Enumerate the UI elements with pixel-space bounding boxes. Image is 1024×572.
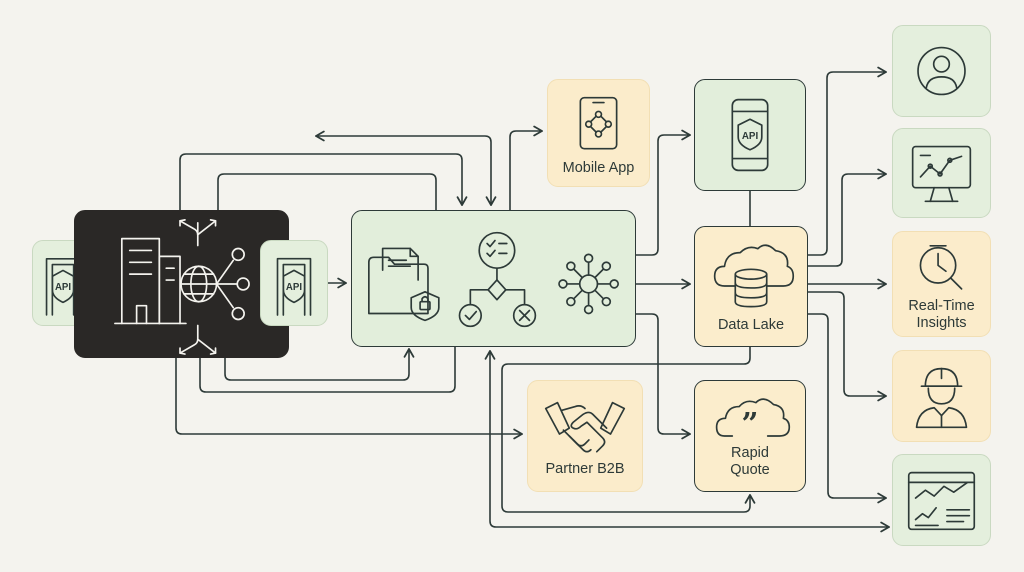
api-gateway-icon: API: [276, 257, 312, 316]
dashboard-report-icon: [907, 471, 976, 531]
enterprise-systems[interactable]: [74, 210, 289, 358]
realtime-insights-label: Real-Time Insights: [893, 298, 990, 332]
secure-folder-icon: [368, 247, 440, 322]
workflow-decision-icon: [458, 231, 537, 328]
data-lake-node[interactable]: Data Lake: [694, 226, 808, 347]
cloud-quote-icon: ”: [715, 398, 791, 441]
clock-magnifier-icon: [919, 244, 963, 290]
rapid-quote-label: Rapid Quote: [695, 445, 805, 479]
api-gateway-right[interactable]: API: [260, 240, 328, 326]
api-gateway-left-label: API: [55, 282, 71, 293]
realtime-insights-node[interactable]: Real-Time Insights: [892, 231, 991, 337]
partner-b2b-label: Partner B2B: [545, 461, 625, 477]
rapid-quote-node[interactable]: ” Rapid Quote: [694, 380, 806, 492]
mobile-app-icon: [579, 96, 618, 150]
handshake-icon: [544, 401, 626, 453]
mobile-app-label: Mobile App: [562, 160, 635, 176]
network-hub-icon: [558, 253, 619, 315]
integration-hub[interactable]: [351, 210, 636, 347]
user-profile-icon: [917, 46, 966, 96]
mobile-app-node[interactable]: Mobile App: [547, 79, 650, 187]
analytics-monitor-icon: [911, 145, 972, 203]
api-phone-icon: API: [731, 98, 769, 172]
partner-b2b-node[interactable]: Partner B2B: [527, 380, 643, 492]
integration-hub-icons: [368, 231, 619, 328]
hard-hat-worker-icon: [915, 367, 968, 429]
realtime-insights-text: Real-Time Insights: [908, 298, 975, 331]
field-worker-node[interactable]: [892, 350, 991, 442]
user-profile-node[interactable]: [892, 25, 991, 117]
quote-marks-icon: ”: [742, 406, 759, 441]
rapid-quote-text: Rapid Quote: [730, 445, 770, 478]
cloud-database-icon: [713, 244, 795, 308]
api-gateway-right-label: API: [286, 282, 302, 293]
enterprise-building-network-icon: [114, 219, 250, 355]
analytics-monitor-node[interactable]: [892, 128, 991, 218]
api-phone-node[interactable]: API: [694, 79, 806, 191]
data-lake-label: Data Lake: [717, 317, 785, 333]
api-phone-label: API: [742, 131, 759, 142]
dashboard-report-node[interactable]: [892, 454, 991, 546]
